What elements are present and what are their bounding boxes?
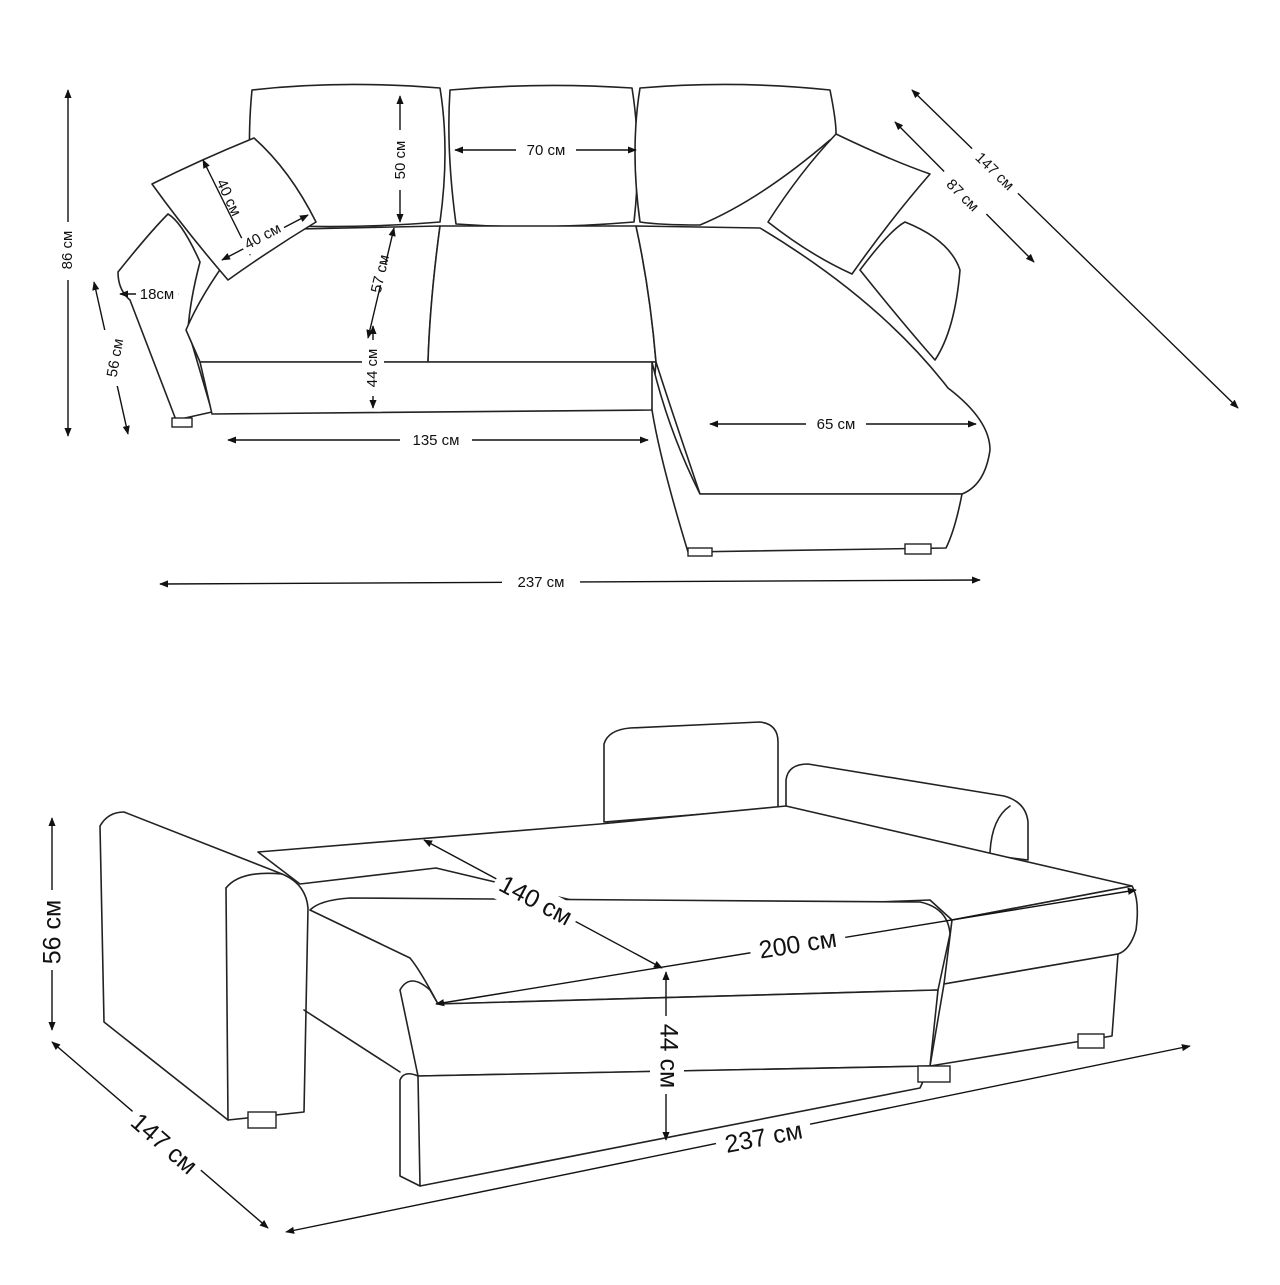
bed-right-arm-edge [989, 805, 1011, 853]
main-base [199, 361, 657, 415]
label-arm-height: 56 см [104, 337, 127, 378]
bed-left-arm-edge [225, 872, 283, 889]
label-height-total: 86 см [59, 231, 76, 270]
bed-chaise-foot [1077, 1033, 1105, 1049]
label-total-width: 237 см [517, 574, 564, 591]
chaise-foot-right [904, 543, 932, 555]
label-chaise-depth: 147 см [972, 149, 1018, 194]
bed-back-panel [603, 721, 779, 823]
bed-left-foot [247, 1111, 277, 1129]
label-bed-sit-height: 44 см [654, 1024, 682, 1088]
dim-line-chaise-depth [911, 89, 1239, 409]
back-cushion-right [634, 83, 837, 226]
label-chaise-width: 65 см [817, 416, 856, 433]
middle-seat [427, 225, 657, 363]
label-seat-height: 44 см [364, 349, 381, 388]
bed-frame-seam [303, 1009, 401, 1073]
sofa-bed-drawing [99, 721, 1139, 1187]
main-foot [171, 417, 193, 428]
label-back-cushion-h: 50 см [392, 141, 409, 180]
bed-pullout-foot [917, 1065, 951, 1083]
chaise-foot-left [687, 547, 713, 557]
label-seat-width: 135 см [412, 432, 459, 449]
label-back-cushion-w: 70 см [527, 142, 566, 159]
label-arm-width: 18см [140, 286, 175, 303]
label-bed-height: 56 см [39, 900, 67, 964]
chaise-base [651, 361, 963, 553]
